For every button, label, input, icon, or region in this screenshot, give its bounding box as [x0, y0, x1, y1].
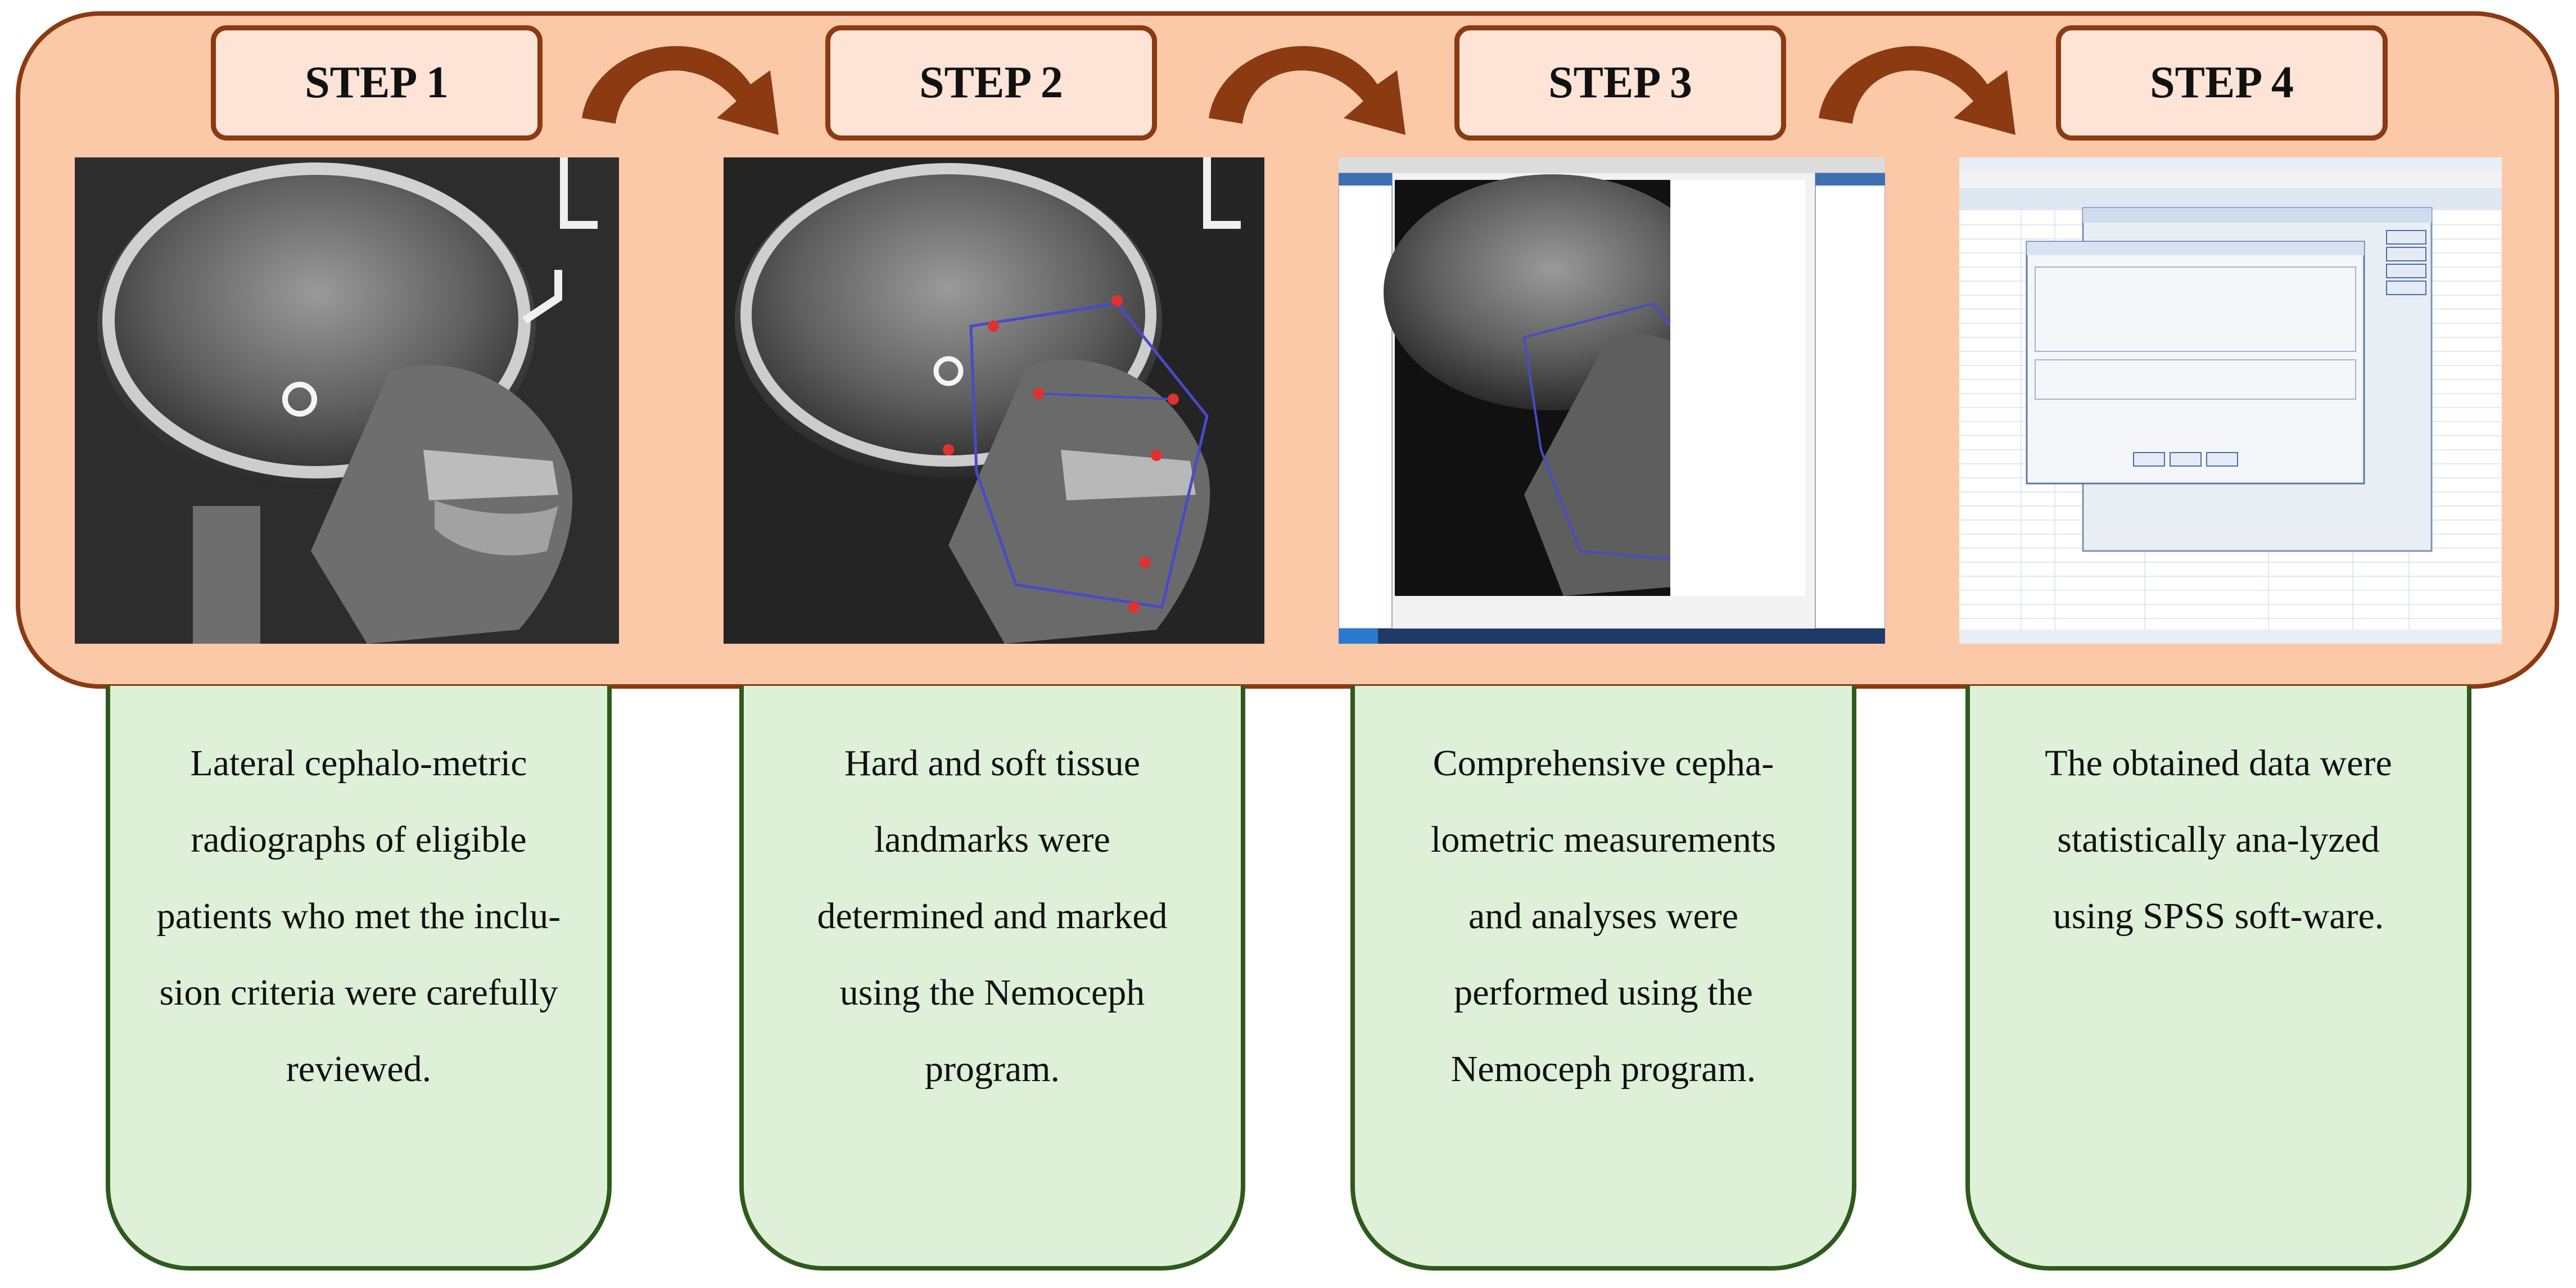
step-3-description: Comprehensive cepha-lometric measurement…: [1431, 743, 1776, 1090]
step-4-description-box: The obtained data were statistically ana…: [1965, 686, 2471, 1271]
step-2-description: Hard and soft tissue landmarks were dete…: [817, 743, 1168, 1090]
step-4-description: The obtained data were statistically ana…: [2045, 743, 2392, 937]
step-1-description: Lateral cephalo-metric radiographs of el…: [156, 743, 561, 1090]
curved-arrow-icon: [1819, 46, 2015, 135]
step-2-label: STEP 2: [825, 25, 1157, 141]
step-1-description-box: Lateral cephalo-metric radiographs of el…: [106, 686, 612, 1271]
step-3-label: STEP 3: [1454, 25, 1786, 141]
landmarked-radiograph: [724, 157, 1264, 644]
step-3-description-box: Comprehensive cepha-lometric measurement…: [1350, 686, 1856, 1271]
cephalometric-radiograph: [75, 157, 619, 644]
curved-arrow-icon: [1209, 46, 1405, 135]
spss-software-screenshot: [1959, 157, 2502, 644]
step-4-label: STEP 4: [2056, 25, 2388, 141]
curved-arrow-icon: [582, 46, 779, 135]
nemoceph-software-screenshot: [1339, 157, 1885, 644]
step-2-description-box: Hard and soft tissue landmarks were dete…: [739, 686, 1245, 1271]
step-1-label: STEP 1: [211, 25, 543, 141]
